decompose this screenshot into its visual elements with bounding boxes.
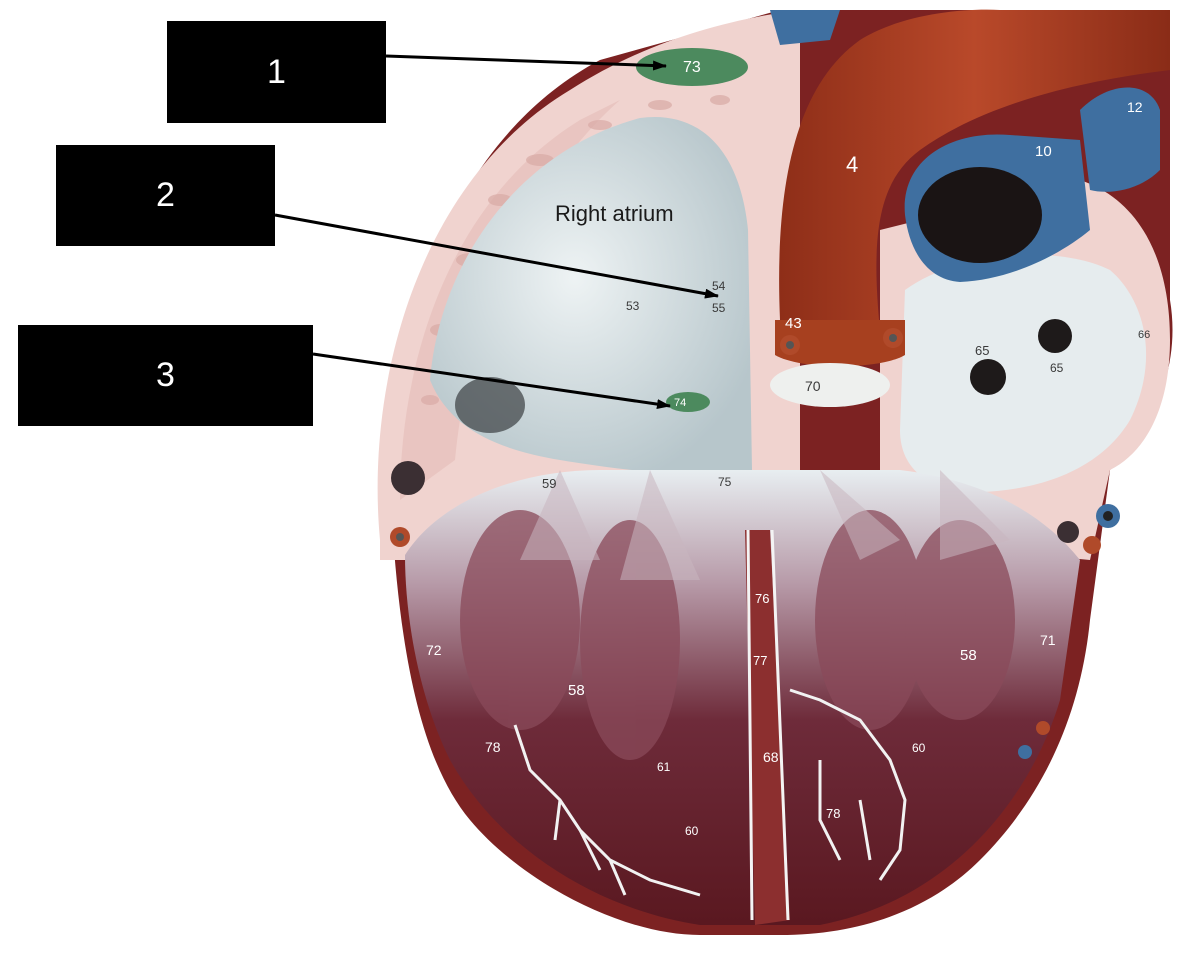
- model-label: 61: [657, 760, 671, 774]
- interventricular-septum: [745, 530, 790, 925]
- model-label: 68: [763, 749, 779, 765]
- purkinje-fibers: [513, 688, 907, 897]
- tag-74: [666, 392, 710, 412]
- model-label: 54: [712, 279, 726, 293]
- model-label: 60: [685, 824, 699, 838]
- model-label: 71: [1040, 632, 1056, 648]
- model-label: 65: [1050, 361, 1064, 375]
- model-label: 72: [426, 642, 442, 658]
- callout-number: 2: [156, 176, 175, 214]
- model-label: 73: [683, 59, 701, 76]
- septal-bundle-lines: [746, 529, 790, 921]
- model-label: 12: [1127, 99, 1143, 115]
- model-label: 78: [826, 806, 840, 821]
- model-label: 60: [912, 741, 926, 755]
- aortic-valve-cusps: [770, 363, 890, 407]
- vessel-top-left: [770, 10, 840, 45]
- model-label: 65: [975, 343, 989, 358]
- model-label: 76: [755, 591, 769, 606]
- vessel-right: [1080, 87, 1160, 192]
- coronary-sinus-opening: [455, 377, 525, 433]
- model-label: 53: [626, 299, 640, 313]
- model-label: 4: [846, 152, 858, 177]
- model-label: 70: [805, 378, 821, 394]
- callout-arrow-2: [274, 213, 719, 299]
- model-label: 74: [674, 397, 686, 409]
- callout-arrow-1: [385, 54, 667, 71]
- model-label: 77: [753, 653, 767, 668]
- model-label: 43: [785, 315, 802, 332]
- callout-box-1: 1: [167, 21, 386, 123]
- right-atrium-caption: Right atrium: [555, 201, 674, 226]
- model-fasteners: [390, 328, 1120, 759]
- model-label: 58: [568, 682, 585, 699]
- callout-box-2: 2: [56, 145, 275, 246]
- model-label: 58: [960, 647, 977, 664]
- pulmonary-vein-opening: [970, 359, 1006, 395]
- left-atrium-cavity: [900, 254, 1147, 492]
- pulmonary-lumen: [918, 167, 1042, 263]
- model-label: 59: [542, 476, 556, 491]
- callout-box-3: 3: [18, 325, 313, 426]
- chordae: [520, 470, 1010, 580]
- callout-arrow-3: [312, 352, 671, 410]
- model-label: 55: [712, 301, 726, 315]
- aorta: [779, 9, 1170, 330]
- aortic-root: [775, 320, 905, 367]
- tag-73: [636, 48, 748, 86]
- model-label: 78: [485, 739, 501, 755]
- model-label: 10: [1035, 143, 1052, 160]
- callout-number: 1: [267, 52, 286, 91]
- pulmonary-vein-opening: [1038, 319, 1072, 353]
- callout-number: 3: [156, 356, 175, 394]
- model-label: 75: [718, 475, 732, 489]
- model-label: 66: [1138, 329, 1150, 341]
